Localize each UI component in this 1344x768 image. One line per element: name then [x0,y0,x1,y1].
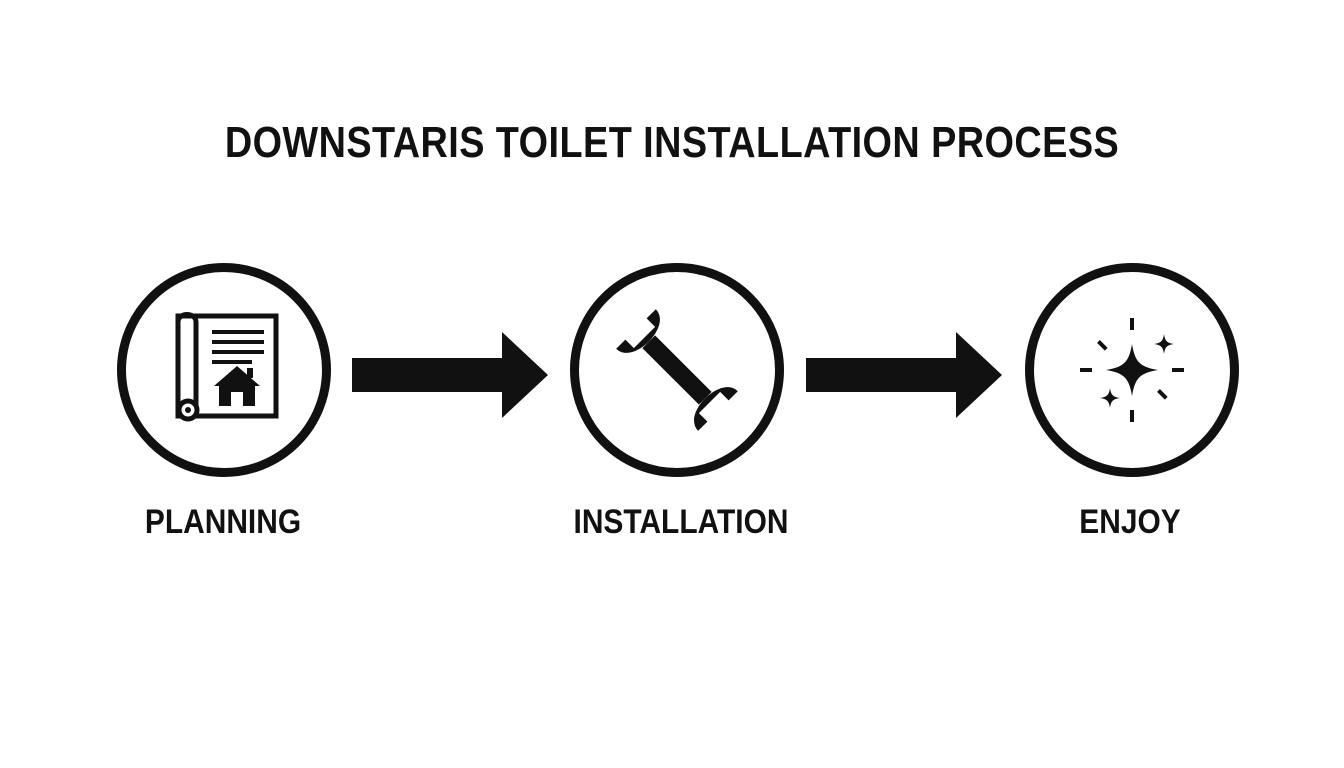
step-label-installation: INSTALLATION [573,503,789,541]
step-enjoy-circle [1025,263,1239,477]
step-installation-circle [570,263,784,477]
step-label-enjoy: ENJOY [1079,503,1181,541]
sparkle-icon [1080,318,1184,422]
arrow-right-icon [806,332,1002,418]
step-planning-circle [117,263,331,477]
arrow-right-icon [352,332,548,418]
diagram-title: DOWNSTARIS TOILET INSTALLATION PROCESS [224,118,1120,167]
wrench-icon [616,309,738,431]
step-label-planning: PLANNING [144,503,302,541]
blueprint-house-icon [175,312,279,422]
